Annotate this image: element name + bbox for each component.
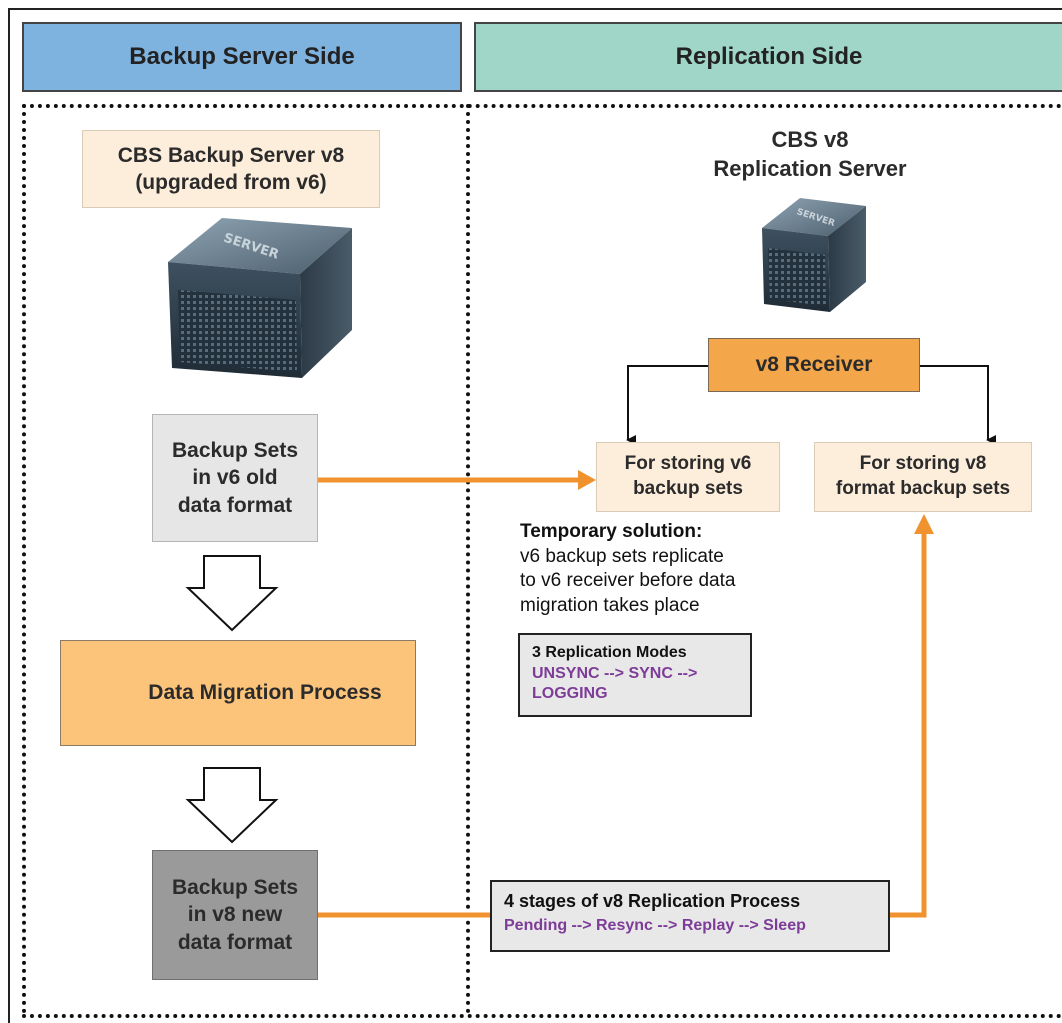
header-left-label: Backup Server Side — [129, 43, 355, 70]
v6-backup-sets-label: Backup Sets in v6 old data format — [171, 439, 299, 517]
replication-server-title: CBS v8 Replication Server — [680, 126, 940, 183]
backup-server-icon: SERVER — [168, 218, 352, 378]
replication-modes-box: 3 Replication Modes UNSYNC --> SYNC --> … — [518, 633, 752, 717]
store-v8-label: For storing v8 format backup sets — [835, 453, 1011, 499]
down-arrow-1 — [185, 555, 279, 632]
connector-v8-arrowhead — [914, 514, 934, 534]
replication-server-title-text: CBS v8 Replication Server — [713, 127, 907, 181]
header-right-label: Replication Side — [675, 43, 863, 70]
v8-backup-sets-box: Backup Sets in v8 new data format — [152, 850, 318, 980]
down-arrow-2 — [185, 767, 279, 844]
header-replication-side: Replication Side — [474, 22, 1062, 92]
v8-receiver-label: v8 Receiver — [755, 353, 873, 377]
diagram-frame — [8, 8, 1062, 1023]
connector-v8-b — [890, 532, 927, 918]
v8-backup-sets-label: Backup Sets in v8 new data format — [171, 876, 299, 954]
v8-receiver-box: v8 Receiver — [708, 338, 920, 392]
divider-middle-dotted — [466, 104, 470, 1014]
divider-left-dotted — [22, 104, 26, 1014]
replication-server-icon: SERVER — [762, 198, 866, 312]
v6-backup-sets-box: Backup Sets in v6 old data format — [152, 414, 318, 542]
backup-server-title: CBS Backup Server v8 (upgraded from v6) — [117, 143, 345, 194]
divider-bottom-dotted — [22, 1014, 1062, 1018]
replication-stages-title: 4 stages of v8 Replication Process — [504, 891, 801, 911]
connector-v6-arrowhead — [578, 470, 596, 490]
temporary-solution-note: Temporary solution: v6 backup sets repli… — [520, 520, 800, 619]
backup-server-title-box: CBS Backup Server v8 (upgraded from v6) — [82, 130, 380, 208]
store-v8-box: For storing v8 format backup sets — [814, 442, 1032, 512]
receiver-branch-v6 — [626, 365, 710, 445]
data-migration-process-box: Data Migration Process — [60, 640, 416, 746]
store-v6-label: For storing v6 backup sets — [624, 453, 752, 499]
replication-modes-value: UNSYNC --> SYNC --> LOGGING — [532, 664, 698, 703]
note-body: v6 backup sets replicate to v6 receiver … — [520, 545, 736, 617]
note-title: Temporary solution: — [520, 521, 703, 542]
replication-modes-title: 3 Replication Modes — [532, 644, 687, 661]
replication-stages-value: Pending --> Resync --> Replay --> Sleep — [504, 917, 806, 935]
header-backup-server-side: Backup Server Side — [22, 22, 462, 92]
receiver-branch-v8 — [918, 365, 996, 445]
data-migration-label: Data Migration Process — [148, 681, 382, 705]
replication-stages-box: 4 stages of v8 Replication Process Pendi… — [490, 880, 890, 952]
store-v6-box: For storing v6 backup sets — [596, 442, 780, 512]
divider-top-dotted — [22, 104, 1062, 108]
